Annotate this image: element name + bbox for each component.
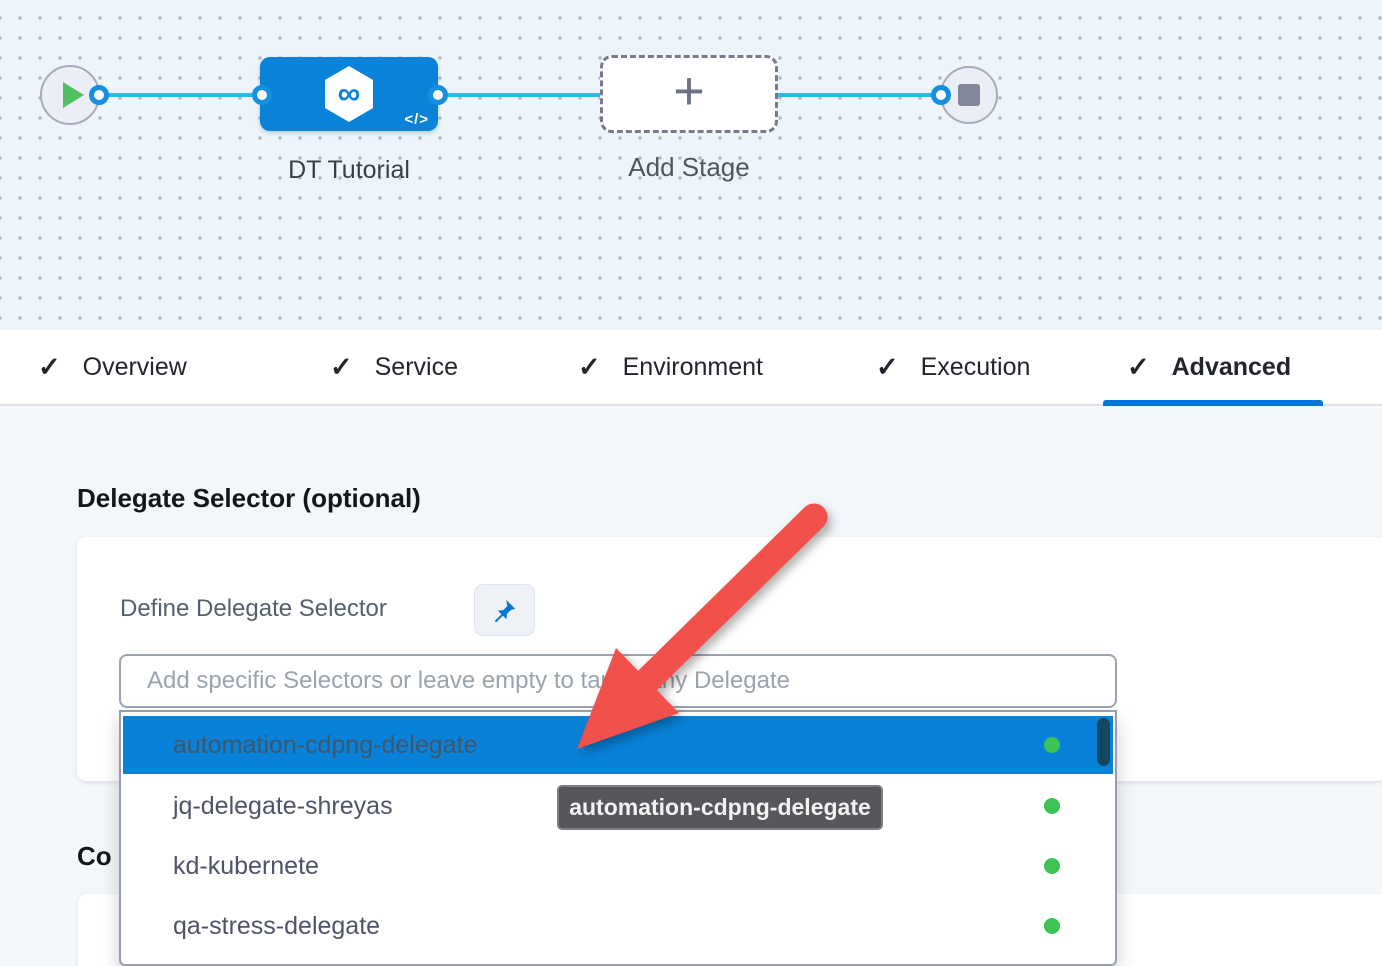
play-icon (63, 82, 84, 108)
tab-label: Service (374, 352, 458, 381)
tab-overview[interactable]: ✓ Overview (38, 330, 187, 404)
tab-execution[interactable]: ✓ Execution (876, 330, 1030, 404)
option-label: kd-kubernete (173, 852, 319, 880)
add-stage-label: Add Stage (628, 152, 750, 182)
option-label: jq-delegate-shreyas (173, 792, 393, 820)
pipeline-edge (436, 93, 602, 97)
option-qa-stress-delegate[interactable]: qa-stress-delegate (123, 897, 1113, 955)
check-icon: ✓ (1127, 351, 1150, 382)
harness-hexagon-icon: ∞ (325, 66, 373, 122)
delegate-selector-section-title: Delegate Selector (optional) (77, 483, 421, 513)
connector-port[interactable] (89, 85, 109, 105)
stage-label: DT Tutorial (288, 156, 410, 184)
tab-service[interactable]: ✓ Service (330, 330, 458, 404)
next-section-title-partial: Co (77, 841, 112, 871)
pin-toggle-button[interactable] (474, 584, 535, 636)
option-jq-delegate-shreyas[interactable]: jq-delegate-shreyas (123, 777, 1113, 835)
pipeline-end-node[interactable] (940, 66, 998, 124)
dropdown-scrollbar-thumb[interactable] (1097, 718, 1110, 766)
option-automation-cdpng-delegate[interactable]: automation-cdpng-delegate (123, 716, 1113, 774)
delegate-options-dropdown: automation-cdpng-delegate jq-delegate-sh… (119, 710, 1117, 966)
tab-environment[interactable]: ✓ Environment (578, 330, 763, 404)
connected-status-dot (1044, 858, 1060, 874)
tab-label: Advanced (1171, 352, 1292, 381)
option-label: automation-cdpng-delegate (173, 731, 478, 759)
stage-tabbar: ✓ Overview ✓ Service ✓ Environment ✓ Exe… (0, 330, 1382, 406)
tab-advanced[interactable]: ✓ Advanced (1127, 330, 1291, 404)
stage-node-dt-tutorial[interactable]: ∞ </> (260, 57, 438, 131)
pushpin-icon (494, 599, 516, 622)
plus-icon: + (673, 61, 705, 121)
option-label: qa-stress-delegate (173, 912, 381, 940)
svg-text:∞: ∞ (338, 75, 361, 111)
tab-label: Environment (622, 352, 763, 381)
delegate-name-tooltip: automation-cdpng-delegate (557, 785, 883, 830)
check-icon: ✓ (876, 351, 899, 382)
option-kd-kubernete[interactable]: kd-kubernete (123, 837, 1113, 895)
tab-label: Overview (82, 352, 187, 381)
check-icon: ✓ (578, 351, 601, 382)
connector-port[interactable] (252, 85, 272, 105)
pipeline-edge (100, 93, 262, 97)
connected-status-dot (1044, 798, 1060, 814)
delegate-selector-input[interactable] (119, 654, 1117, 708)
pipeline-edge (776, 93, 942, 97)
define-delegate-selector-label: Define Delegate Selector (120, 595, 387, 622)
add-stage-button[interactable]: + (600, 55, 778, 133)
connected-status-dot (1044, 737, 1060, 753)
code-view-icon[interactable]: </> (404, 111, 429, 128)
check-icon: ✓ (38, 351, 61, 382)
tab-label: Execution (920, 352, 1031, 381)
pipeline-canvas[interactable]: ∞ </> DT Tutorial + Add Stage (0, 0, 1382, 330)
connected-status-dot (1044, 918, 1060, 934)
active-tab-underline (1103, 400, 1323, 406)
check-icon: ✓ (330, 351, 353, 382)
stop-icon (958, 84, 980, 106)
connector-port[interactable] (428, 85, 448, 105)
connector-port[interactable] (931, 85, 951, 105)
